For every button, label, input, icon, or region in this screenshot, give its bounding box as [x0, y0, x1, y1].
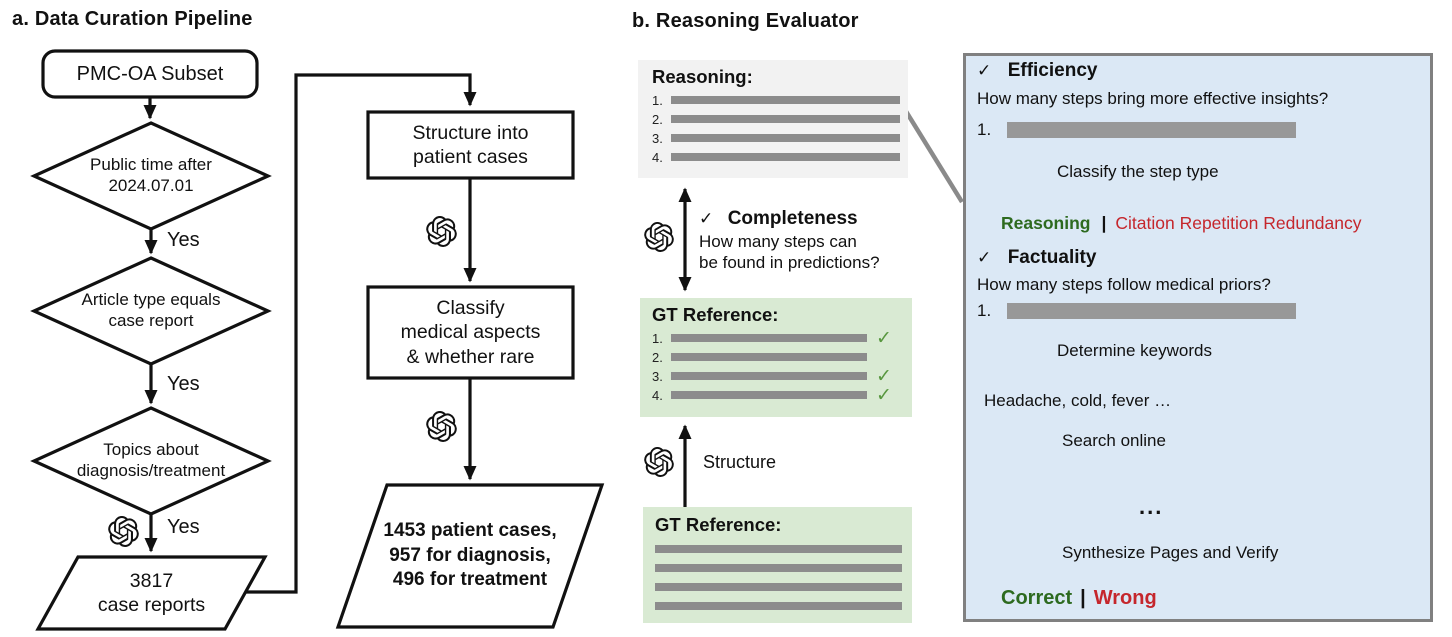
- decision1-label: Public time after 2024.07.01: [90, 155, 212, 195]
- separator: |: [1101, 213, 1107, 233]
- text-bar: [671, 391, 867, 399]
- text-bar: [655, 583, 902, 591]
- connector-output1-to-step1: [246, 73, 477, 594]
- reasoning-step-row: 3.: [652, 129, 900, 147]
- reasoning-step-row: 2.: [652, 110, 900, 128]
- prediction-step-row: 1.: [977, 117, 1307, 143]
- search-online-label: Search online: [1062, 431, 1166, 450]
- yes-label: Yes: [167, 516, 200, 538]
- step-type-result: Reasoning | Citation Repetition Redundan…: [1001, 213, 1362, 234]
- panel-b-title: b. Reasoning Evaluator: [632, 10, 859, 32]
- step-number: 4.: [652, 387, 663, 403]
- text-bar: [655, 602, 902, 610]
- text-bar: [671, 353, 867, 361]
- factuality-title: Factuality: [1007, 247, 1097, 268]
- synthesize-label: Synthesize Pages and Verify: [1062, 543, 1279, 562]
- decision3-label: Topics about diagnosis/treatment: [76, 440, 226, 480]
- match-check-icon: ✓: [876, 384, 892, 406]
- reasoning-step-row: 4.: [652, 148, 900, 166]
- check-icon: ✓: [977, 61, 992, 80]
- step1-label: Structure into patient cases: [412, 121, 529, 168]
- text-bar: [655, 564, 902, 572]
- step-number: 3.: [652, 368, 663, 384]
- gt-box2-title: GT Reference:: [655, 514, 782, 535]
- step-number: 1.: [652, 330, 663, 346]
- ellipsis-pages: ...: [1139, 494, 1164, 519]
- factuality-header: ✓ Factuality: [977, 247, 1096, 269]
- reasoning-step-row: 1.: [652, 91, 900, 109]
- check-icon: ✓: [977, 248, 992, 267]
- factuality-desc: How many steps follow medical priors?: [977, 275, 1271, 294]
- yes-label: Yes: [167, 373, 200, 395]
- step-number: 2.: [652, 111, 663, 127]
- separator: |: [1080, 587, 1086, 609]
- gt-step-row: 4. ✓: [652, 384, 908, 406]
- step-number: 1.: [977, 120, 992, 139]
- match-check-icon: ✓: [876, 327, 892, 349]
- output2-shape: [335, 483, 605, 629]
- text-bar: [671, 334, 867, 342]
- determine-keywords-label: Determine keywords: [1057, 341, 1212, 360]
- text-bar: [1007, 122, 1296, 138]
- keywords-text: Headache, cold, fever …: [984, 391, 1172, 410]
- step2-shape: [366, 285, 575, 380]
- step-number: 4.: [652, 149, 663, 165]
- step-number: 3.: [652, 130, 663, 146]
- yes-label: Yes: [167, 229, 200, 251]
- step2-label: Classify medical aspects & whether rare: [400, 296, 541, 368]
- check-icon: ✓: [699, 209, 714, 228]
- gpt-icon: [644, 222, 674, 252]
- step-number: 2.: [652, 349, 663, 365]
- text-bar: [655, 545, 902, 553]
- gpt-icon: [426, 216, 457, 247]
- decision2-label: Article type equals case report: [81, 290, 221, 330]
- structure-label: Structure: [703, 452, 777, 472]
- step-number: 1.: [652, 92, 663, 108]
- gt-box1-title: GT Reference:: [652, 304, 779, 325]
- text-bar: [1007, 303, 1296, 319]
- callout-line: [897, 98, 964, 204]
- text-bar: [671, 115, 900, 123]
- gt-step-row: 2.: [652, 348, 908, 366]
- text-bar: [671, 372, 867, 380]
- step-number: 1.: [977, 301, 992, 320]
- step-type-good: Reasoning: [1001, 213, 1091, 233]
- verdict-bad: Wrong: [1093, 587, 1157, 609]
- text-bar: [671, 96, 900, 104]
- reasoning-box-title: Reasoning:: [652, 66, 753, 87]
- completeness-title: Completeness: [727, 208, 858, 229]
- panel-a-title: a. Data Curation Pipeline: [12, 8, 253, 30]
- classify-step-label: Classify the step type: [1057, 162, 1219, 181]
- output1-shape: [35, 555, 268, 631]
- gt-step-row: 3. ✓: [652, 365, 908, 387]
- gpt-icon: [108, 516, 139, 547]
- efficiency-title: Efficiency: [1007, 60, 1098, 81]
- match-check-icon: ✓: [876, 365, 892, 387]
- gpt-icon: [426, 411, 457, 442]
- output1-label: 3817 case reports: [97, 569, 206, 616]
- verdict-good: Correct: [1001, 587, 1073, 609]
- evaluator-detail-panel: [963, 53, 1433, 622]
- gpt-icon: [644, 447, 674, 477]
- flowchart-a: [30, 49, 605, 631]
- verdict-result: Correct | Wrong: [1001, 587, 1157, 610]
- prediction-step-row: 1.: [977, 298, 1307, 324]
- completeness-header: ✓ Completeness: [699, 208, 858, 230]
- text-bar: [671, 134, 900, 142]
- completeness-desc: How many steps can be found in predictio…: [699, 232, 880, 272]
- start-node-label: PMC-OA Subset: [76, 62, 224, 85]
- text-bar: [671, 153, 900, 161]
- step-type-bad: Citation Repetition Redundancy: [1115, 213, 1362, 233]
- efficiency-desc: How many steps bring more effective insi…: [977, 89, 1329, 108]
- efficiency-header: ✓ Efficiency: [977, 60, 1097, 82]
- output2-label: 1453 patient cases, 957 for diagnosis, 4…: [383, 519, 557, 591]
- gt-step-row: 1. ✓: [652, 327, 908, 349]
